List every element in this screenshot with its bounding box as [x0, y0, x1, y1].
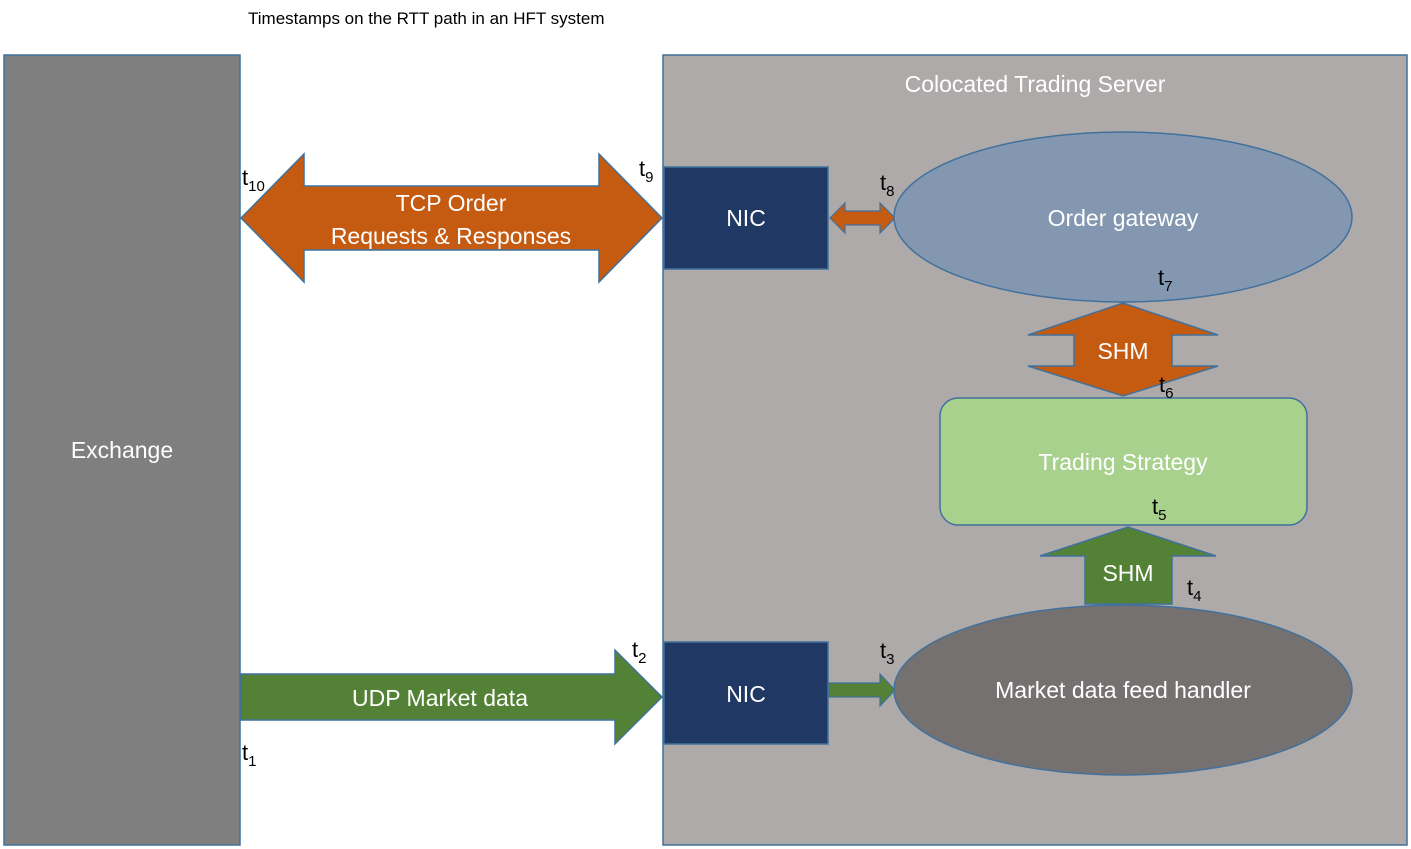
- nic-bottom-label: NIC: [726, 681, 766, 707]
- nic-bottom-box: [663, 641, 829, 745]
- trading-strategy-label: Trading Strategy: [1038, 449, 1208, 475]
- timestamp-t10: t10: [242, 165, 265, 195]
- timestamp-t3: t3: [880, 638, 894, 668]
- timestamp-t8: t8: [880, 170, 894, 200]
- nic-top-box: [663, 166, 829, 270]
- timestamp-t6: t6: [1159, 372, 1173, 402]
- feed-handler-ellipse: [893, 604, 1353, 776]
- feed-handler-label: Market data feed handler: [995, 677, 1251, 703]
- shm-top-arrow: [1027, 302, 1219, 397]
- timestamp-t2: t2: [632, 637, 646, 667]
- shm-top-label: SHM: [1097, 338, 1148, 364]
- exchange-label: Exchange: [71, 437, 173, 463]
- colocated-server-label: Colocated Trading Server: [905, 71, 1166, 97]
- order-gateway-label: Order gateway: [1048, 205, 1199, 231]
- trading-strategy-box: [939, 397, 1308, 526]
- udp-market-data-arrow: [240, 648, 664, 746]
- udp-arrow-label: UDP Market data: [352, 685, 528, 711]
- order-gateway-ellipse: [893, 131, 1353, 303]
- tcp-order-arrow: [239, 152, 664, 284]
- timestamp-t7: t7: [1158, 265, 1172, 295]
- nic-feed-arrow: [828, 672, 896, 708]
- exchange-block: [3, 54, 241, 846]
- diagram-title: Timestamps on the RTT path in an HFT sys…: [248, 9, 605, 28]
- timestamp-t1: t1: [242, 740, 256, 770]
- nic-top-label: NIC: [726, 205, 766, 231]
- timestamp-t9: t9: [639, 156, 653, 186]
- tcp-arrow-line2: Requests & Responses: [331, 223, 571, 249]
- shm-bottom-label: SHM: [1102, 560, 1153, 586]
- tcp-arrow-line1: TCP Order: [396, 190, 507, 216]
- timestamp-t5: t5: [1152, 494, 1166, 524]
- shm-bottom-arrow: [1039, 526, 1217, 605]
- timestamp-t4: t4: [1187, 575, 1201, 605]
